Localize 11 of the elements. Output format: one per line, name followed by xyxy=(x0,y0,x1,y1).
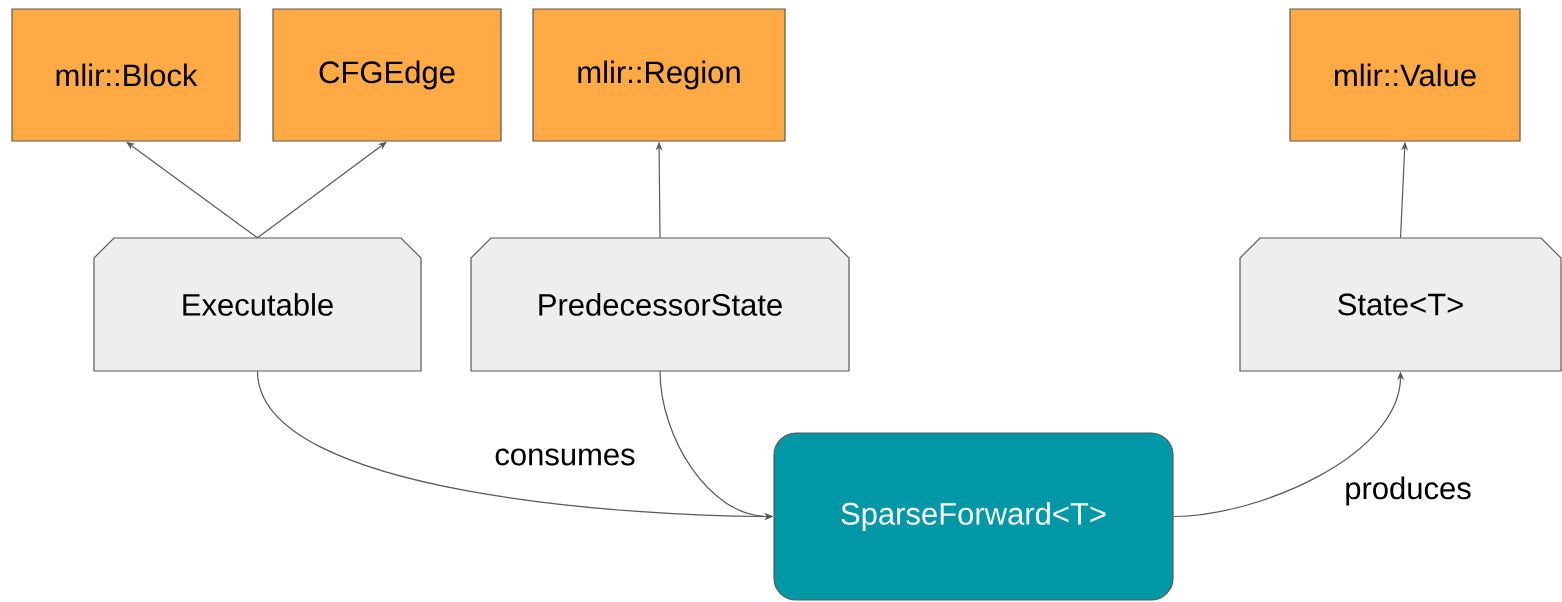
analysis-box: SparseForward<T> xyxy=(773,432,1174,601)
state-box: PredecessorState xyxy=(470,237,850,372)
state-box: State<T> xyxy=(1239,237,1562,372)
class-box: mlir::Block xyxy=(11,8,241,142)
state-box: Executable xyxy=(93,237,422,372)
arrow xyxy=(126,141,259,239)
edge-label: produces xyxy=(1342,474,1474,508)
class-box: mlir::Value xyxy=(1289,8,1521,142)
class-box: CFGEdge xyxy=(272,8,502,142)
class-box: mlir::Region xyxy=(532,8,786,142)
edge-label: consumes xyxy=(492,446,638,468)
